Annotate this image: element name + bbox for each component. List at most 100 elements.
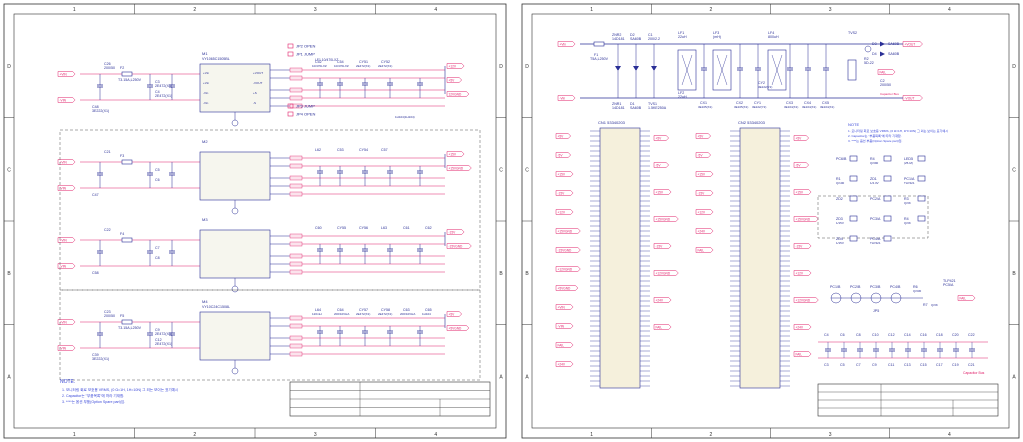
status-dashed-group bbox=[817, 195, 929, 239]
output-fail-tag: FAIL bbox=[877, 69, 896, 75]
input-shunt-val-bot: 14D181 bbox=[612, 106, 625, 110]
connector-left-net-shape bbox=[555, 133, 572, 139]
connector-left-net: +24V bbox=[695, 228, 714, 234]
connector-right-net-shape bbox=[653, 324, 672, 330]
jumper-symbol bbox=[287, 51, 294, 57]
status-part-ref: PC3/A bbox=[870, 217, 881, 221]
module-m3-output-tag-shape bbox=[446, 243, 472, 249]
connector-right-net-text: FAIL bbox=[656, 325, 663, 329]
connector-left-net-text: +12V bbox=[558, 210, 566, 214]
input-shunt-val-top: 200/2.2 bbox=[648, 37, 660, 41]
module-m1-gnd-tag-text: -VIN bbox=[60, 98, 67, 102]
module-m2-gnd-tag-shape bbox=[57, 185, 76, 191]
connector-left-net-shape bbox=[555, 247, 581, 253]
module-m1-rcap-ref: CY51 bbox=[359, 60, 368, 64]
module-m4-fuse-val: T3.15A,L250V bbox=[118, 326, 142, 330]
connector-right-net-text: -5V bbox=[796, 163, 802, 167]
module-m1-vin-tag: +VIN bbox=[57, 71, 76, 77]
connector-left-net: +5V bbox=[695, 133, 712, 139]
status-part-symbol bbox=[849, 235, 858, 242]
connector-left-net: +5VGND bbox=[555, 285, 579, 291]
right-row-label-left: B bbox=[525, 271, 529, 277]
choke-winding bbox=[771, 54, 783, 86]
module-m1-fuse-val: T3.15A,L250V bbox=[118, 78, 142, 82]
choke-ref: LF3 bbox=[713, 31, 719, 35]
module-m4-rcap-ref: CY57 bbox=[359, 308, 368, 312]
cap-bus-bottom-ref: C11 bbox=[888, 363, 894, 367]
connector-left-net-text: FAIL bbox=[558, 343, 565, 347]
connector-left-net: FAIL bbox=[555, 342, 574, 348]
module-m1-output-tag-shape bbox=[446, 91, 470, 97]
module-m1-gnd-tag-shape bbox=[57, 97, 76, 103]
module-m1-pin-left: +Vin bbox=[203, 71, 209, 75]
cap-bus-bottom-ref: C3 bbox=[824, 363, 829, 367]
module-m1-rcap-val: 2E472(X1) bbox=[378, 64, 392, 68]
cap-bus-top-ref: C18 bbox=[936, 333, 943, 337]
status-part-ref: PC6/B bbox=[836, 157, 847, 161]
fail-out-tag: FAIL bbox=[957, 295, 976, 301]
input-shunt-ref-bot: ZNR1 bbox=[612, 102, 621, 106]
left-row-label-right: A bbox=[499, 374, 503, 380]
module-m1-cy2-val: 2E472(X1) bbox=[155, 94, 172, 98]
right-row-label-right: C bbox=[1012, 167, 1016, 173]
module-m1-c-in-bot-val: 3E222(X1) bbox=[92, 109, 109, 113]
module-m4-rcap-val: 120mH bbox=[312, 312, 322, 316]
connector-right-net: +15V bbox=[793, 189, 812, 195]
cap-bus-bottom-ref: C13 bbox=[904, 363, 911, 367]
module-m1-vin-tag-text: +VIN bbox=[60, 72, 68, 76]
status-part-val: 1/15V bbox=[836, 221, 844, 225]
connector-left-net-text: -15V bbox=[558, 191, 566, 195]
cap-bus-bottom-ref: C5 bbox=[840, 363, 845, 367]
choke-val: 22uH bbox=[678, 35, 687, 39]
connector-right-net-text: +24V bbox=[656, 298, 664, 302]
module-m1-out-tag bbox=[289, 87, 303, 93]
connector-right-net: FAIL bbox=[653, 324, 672, 330]
connector-left-net-text: +5V bbox=[698, 134, 705, 138]
module-m2-dcdc-box bbox=[199, 151, 271, 201]
module-m3-out-tag bbox=[289, 241, 303, 247]
xcap-ref: CX2 bbox=[736, 101, 743, 105]
output-res-ref: R2 bbox=[864, 57, 869, 61]
module-m4-output-tag: +5V bbox=[446, 311, 463, 317]
connector-left-net-text: +15V bbox=[558, 172, 566, 176]
input-vin-tag-shape bbox=[557, 41, 576, 47]
input-vin-tag: +Vin bbox=[557, 41, 576, 47]
module-m2-out-tag bbox=[289, 175, 303, 181]
module-m3-out-tag bbox=[289, 269, 303, 275]
module-m1-output-tag-shape bbox=[446, 77, 463, 83]
connector-left-net-shape bbox=[555, 152, 572, 158]
output-diode-val: SA60B bbox=[888, 52, 900, 56]
connector-right-net: +15VGND bbox=[653, 216, 679, 222]
output-c2-val: 200/50 bbox=[880, 83, 891, 87]
left-col-label-top: 4 bbox=[434, 7, 437, 13]
module-m3-rcap-ref: CY55 bbox=[337, 226, 346, 230]
connector-left-net: +12V bbox=[695, 209, 714, 215]
input-vin-tag-text: +Vin bbox=[560, 42, 567, 46]
module-m4-dcdc-box bbox=[199, 311, 271, 361]
module-m3-ref: M3 bbox=[202, 217, 208, 222]
status-part-ref: R1 bbox=[836, 177, 841, 181]
module-m2-out-tag bbox=[289, 191, 303, 197]
cap-bus-bottom-ref: C19 bbox=[952, 363, 959, 367]
fail-opto-ref: PC2/B bbox=[850, 285, 861, 289]
module-m1-fuse-ref: F2 bbox=[120, 66, 124, 70]
right-col-label-bottom: 1 bbox=[590, 432, 593, 438]
module-m3-rcap-ref: L63 bbox=[381, 226, 387, 230]
connector-right-net-shape bbox=[653, 135, 670, 141]
output-gnd-tag-shape bbox=[902, 95, 923, 101]
output-vout-tag-text: +VOUT bbox=[905, 42, 916, 46]
module-m4-cy2: C12 bbox=[155, 338, 162, 342]
cap-bus-bottom-ref: C17 bbox=[936, 363, 943, 367]
module-m2-rcap-ref: L62 bbox=[315, 148, 321, 152]
connector-body bbox=[739, 127, 781, 389]
module-m3-gnd-tag-shape bbox=[57, 263, 76, 269]
module-m3-output-tag: -15V bbox=[446, 229, 465, 235]
connector-right-net: +15VGND bbox=[793, 216, 819, 222]
module-m3-output-tag: -15VGND bbox=[446, 243, 472, 249]
module-m2-out-tag bbox=[289, 155, 303, 161]
connector-left-net-text: -5V bbox=[558, 153, 564, 157]
module-m1-pin-right: -S bbox=[253, 101, 256, 105]
